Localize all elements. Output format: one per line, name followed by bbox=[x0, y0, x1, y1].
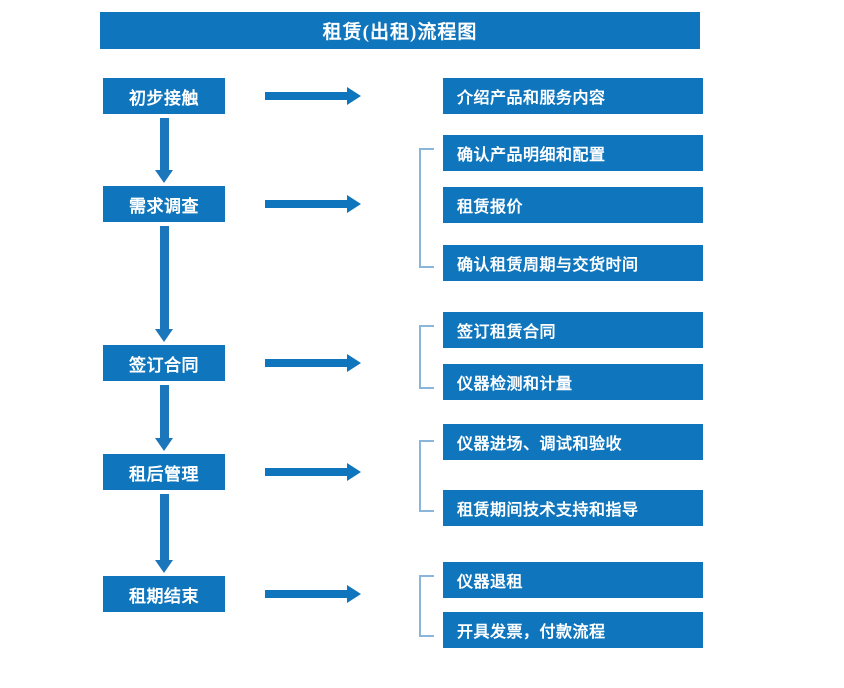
group-bracket-3 bbox=[419, 325, 434, 389]
group-bracket-2 bbox=[419, 148, 434, 268]
detail-box-3-2[interactable]: 仪器检测和计量 bbox=[443, 364, 703, 400]
horizontal-arrow-head-4 bbox=[347, 463, 361, 481]
horizontal-arrow-3 bbox=[265, 359, 347, 367]
horizontal-arrow-2 bbox=[265, 200, 347, 208]
horizontal-arrow-head-5 bbox=[347, 585, 361, 603]
horizontal-arrow-1 bbox=[265, 92, 347, 100]
horizontal-arrow-4 bbox=[265, 468, 347, 476]
detail-box-4-2[interactable]: 租赁期间技术支持和指导 bbox=[443, 490, 703, 526]
horizontal-arrow-head-2 bbox=[347, 195, 361, 213]
detail-box-4-1[interactable]: 仪器进场、调试和验收 bbox=[443, 424, 703, 460]
stage-box-2[interactable]: 需求调查 bbox=[103, 186, 225, 222]
vertical-arrow-head-3-4 bbox=[155, 438, 173, 451]
detail-box-2-2[interactable]: 租赁报价 bbox=[443, 187, 703, 223]
detail-box-5-2[interactable]: 开具发票，付款流程 bbox=[443, 612, 703, 648]
vertical-arrow-head-4-5 bbox=[155, 560, 173, 573]
group-bracket-5 bbox=[419, 575, 434, 637]
detail-box-2-3[interactable]: 确认租赁周期与交货时间 bbox=[443, 245, 703, 281]
horizontal-arrow-head-3 bbox=[347, 354, 361, 372]
horizontal-arrow-5 bbox=[265, 590, 347, 598]
group-bracket-4 bbox=[419, 440, 434, 512]
detail-box-1-1[interactable]: 介绍产品和服务内容 bbox=[443, 78, 703, 114]
stage-box-3[interactable]: 签订合同 bbox=[103, 345, 225, 381]
stage-box-5[interactable]: 租期结束 bbox=[103, 576, 225, 612]
horizontal-arrow-head-1 bbox=[347, 87, 361, 105]
vertical-arrow-4-5 bbox=[160, 494, 169, 560]
vertical-arrow-head-1-2 bbox=[155, 170, 173, 183]
chart-title: 租赁(出租)流程图 bbox=[100, 12, 700, 49]
stage-box-1[interactable]: 初步接触 bbox=[103, 78, 225, 114]
vertical-arrow-1-2 bbox=[160, 118, 169, 170]
detail-box-2-1[interactable]: 确认产品明细和配置 bbox=[443, 135, 703, 171]
detail-box-3-1[interactable]: 签订租赁合同 bbox=[443, 312, 703, 348]
detail-box-5-1[interactable]: 仪器退租 bbox=[443, 562, 703, 598]
vertical-arrow-2-3 bbox=[160, 226, 169, 329]
vertical-arrow-head-2-3 bbox=[155, 329, 173, 342]
vertical-arrow-3-4 bbox=[160, 385, 169, 438]
stage-box-4[interactable]: 租后管理 bbox=[103, 454, 225, 490]
